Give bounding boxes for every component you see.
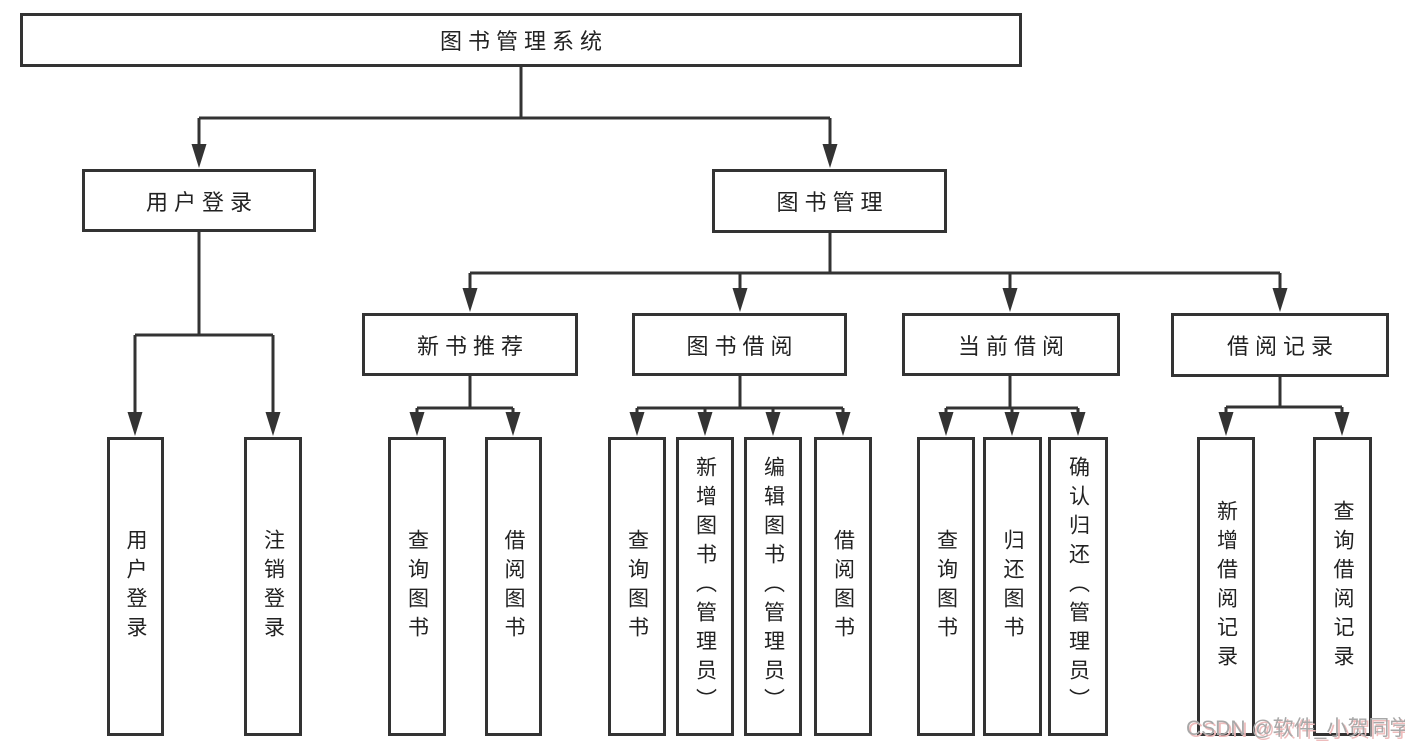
- arrowhead-icon: [409, 412, 425, 436]
- arrowhead-icon: [1272, 288, 1288, 312]
- leaf-edit-books-admin: 编辑图书（管理员）: [744, 437, 802, 736]
- leaf-confirm-return-admin: 确认归还（管理员）: [1048, 437, 1108, 736]
- arrowhead-icon: [191, 144, 207, 168]
- arrowhead-icon: [1070, 412, 1086, 436]
- leaf-logout: 注销登录: [244, 437, 302, 736]
- arrowhead-icon: [697, 412, 713, 436]
- node-label: 图书管理: [776, 190, 889, 215]
- leaf-borrowing-query-books: 查询图书: [608, 437, 666, 736]
- node-book-management: 图书管理: [712, 169, 947, 233]
- arrowhead-icon: [1002, 288, 1018, 312]
- node-label: 新增图书（管理员）: [693, 456, 717, 717]
- node-new-book-recommend: 新书推荐: [362, 313, 578, 376]
- node-label: 图书借阅: [686, 333, 799, 359]
- node-current-borrowing: 当前借阅: [902, 313, 1120, 376]
- arrowhead-icon: [1334, 412, 1350, 436]
- arrowhead-icon: [127, 412, 143, 436]
- arrowhead-icon: [505, 412, 521, 436]
- arrowhead-icon: [1004, 412, 1020, 436]
- arrowhead-icon: [732, 288, 748, 312]
- node-label: 当前借阅: [957, 333, 1070, 359]
- node-label: 新书推荐: [416, 333, 529, 359]
- node-label: 注销登录: [261, 528, 285, 645]
- arrowhead-icon: [265, 412, 281, 436]
- arrowhead-icon: [765, 412, 781, 436]
- arrowheads: [127, 144, 1350, 436]
- node-label: 查询图书: [405, 528, 429, 645]
- node-root-system: 图书管理系统: [20, 13, 1022, 67]
- node-label: 确认归还（管理员）: [1066, 456, 1090, 717]
- arrowhead-icon: [462, 288, 478, 312]
- node-label: 用户登录: [145, 189, 258, 215]
- csdn-watermark: CSDN @软件_小贺同学: [1186, 717, 1405, 740]
- node-label: 用户登录: [124, 528, 147, 645]
- arrowhead-icon: [629, 412, 645, 436]
- node-label: 归还图书: [1001, 528, 1024, 645]
- arrowhead-icon: [822, 144, 838, 168]
- arrowhead-icon: [835, 412, 851, 436]
- leaf-borrowing-borrow-books: 借阅图书: [814, 437, 872, 736]
- leaf-current-query-books: 查询图书: [917, 437, 975, 736]
- node-book-borrowing: 图书借阅: [632, 313, 847, 376]
- node-label: 借阅图书: [502, 528, 525, 645]
- node-label: 编辑图书（管理员）: [761, 456, 785, 717]
- node-borrowing-records: 借阅记录: [1171, 313, 1389, 377]
- node-label: 借阅记录: [1226, 334, 1339, 359]
- leaf-recommend-borrow-books: 借阅图书: [485, 437, 542, 736]
- node-label: 查询图书: [934, 528, 958, 645]
- node-label: 图书管理系统: [439, 29, 608, 54]
- node-label: 新增借阅记录: [1214, 499, 1238, 674]
- node-label: 借阅图书: [831, 528, 855, 645]
- leaf-user-login: 用户登录: [107, 437, 164, 736]
- leaf-add-books-admin: 新增图书（管理员）: [676, 437, 734, 736]
- node-user-login: 用户登录: [82, 169, 316, 232]
- arrowhead-icon: [938, 412, 954, 436]
- leaf-return-books: 归还图书: [983, 437, 1042, 736]
- node-label: 查询图书: [625, 528, 649, 645]
- leaf-query-borrow-record: 查询借阅记录: [1313, 437, 1372, 736]
- leaf-add-borrow-record: 新增借阅记录: [1197, 437, 1255, 736]
- arrowhead-icon: [1218, 412, 1234, 436]
- leaf-recommend-query-books: 查询图书: [388, 437, 446, 736]
- node-label: 查询借阅记录: [1331, 499, 1354, 674]
